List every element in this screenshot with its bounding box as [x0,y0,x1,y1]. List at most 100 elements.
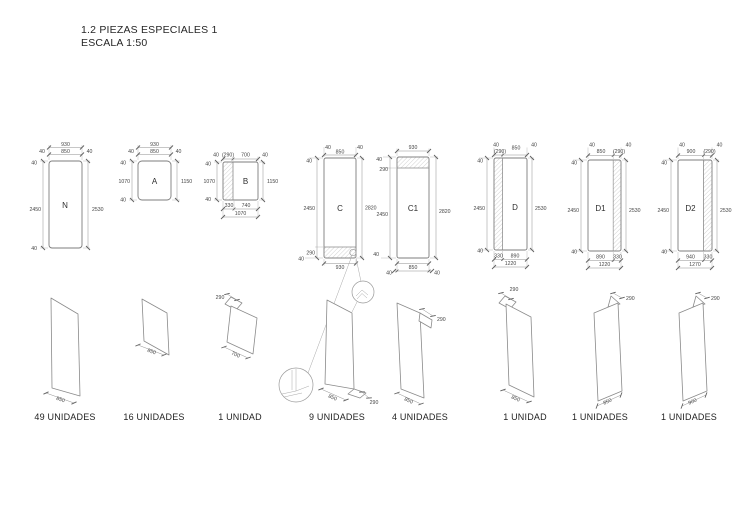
dim-label: 2530 [720,208,732,214]
panel-face [396,302,425,399]
dim-label: 930 [336,265,345,271]
unit-count-label: 16 UNIDADES [123,412,184,422]
dim-label: 900 [687,149,696,155]
dimension-lines [663,147,720,271]
sheet-title: 1.2 PIEZAS ESPECIALES 1 [81,24,218,36]
panel-face [50,297,81,397]
piece-view-n: 930 40 850 40 40 2450 40 2530 N [29,142,103,252]
unit-count-label: 4 UNIDADES [392,412,448,422]
dim-label: 40 [661,161,667,167]
dim-label: 40 [477,159,483,165]
dim-label: 40 [589,143,595,149]
dim-label: 40 [213,153,219,159]
detail-corner-lines [281,369,310,398]
dim-label: 2530 [629,208,641,214]
dim-label: 2820 [365,206,377,212]
dim-label: 40 [531,143,537,149]
dim-label: 40 [128,149,134,155]
dim-label: 850 [146,348,156,357]
hatch-area [703,159,713,252]
dimension-lines [129,145,180,203]
dim-label: 40 [493,143,499,149]
dim-label: 40 [262,153,268,159]
panel-flange [347,388,367,399]
dim-label: 1220 [505,261,517,267]
dim-label: 850 [602,398,612,407]
dim-label: 290 [711,296,720,302]
detail-marker-circle [349,248,357,257]
piece-label: C1 [408,204,419,213]
piece-label: D2 [685,204,696,213]
piece-view-d: 40 (290) 850 40 40 2450 40 2530 330 890 … [473,143,547,270]
panel-face [226,305,258,355]
dim-label: 40 [205,162,211,168]
dim-label: 930 [150,142,159,148]
hatch-area [396,156,430,169]
dim-label: 40 [477,249,483,255]
dim-label: 2450 [303,206,315,212]
dim-label: 40 [120,161,126,167]
panel-face [593,302,623,402]
dim-label: 930 [61,142,70,148]
dim-label: 1150 [267,179,278,185]
dim-label: 2450 [567,208,579,214]
piece-label: D [512,203,518,212]
panel-face [678,302,708,402]
dim-label: 2450 [29,207,41,213]
dim-label: 700 [241,153,250,159]
piece-label: N [62,201,68,210]
unit-count-label: 1 UNIDADES [572,412,628,422]
dim-label: 330 [225,203,234,209]
piece-label: A [152,177,158,186]
hatch-area [612,159,622,252]
unit-count-label: 1 UNIDAD [503,412,547,422]
dim-label: 40 [31,161,37,167]
dimension-lines [40,145,91,251]
dim-label: 2820 [439,209,451,215]
dim-label: 2450 [376,212,388,218]
dim-label: 930 [409,145,418,151]
dim-label: 290 [370,400,379,406]
dim-label: 1150 [181,179,192,185]
unit-view-1b: 290 700 1 UNIDAD [216,292,262,422]
dim-label: 850 [336,150,345,156]
dim-label: 850 [403,397,413,406]
dim-label: 890 [511,254,520,260]
piece-outline [137,160,172,201]
dim-label: 330 [494,254,503,260]
dim-label: (290) [222,153,234,159]
dim-label: 40 [31,246,37,252]
dim-label: 700 [230,351,240,360]
dim-label: 290 [437,317,446,323]
piece-view-c1: 930 40 290 2450 40 2820 850 40 40 C1 [373,145,450,277]
unit-count-label: 9 UNIDADES [309,412,365,422]
dim-label: 330 [613,255,622,261]
unit-count-label: 1 UNIDADES [661,412,717,422]
detail-circle-bend [351,280,375,304]
piece-outline [48,160,83,249]
dim-label: 40 [306,159,312,165]
dim-label: 890 [596,255,605,261]
dim-label: 40 [357,145,363,151]
dim-label: 850 [55,396,65,405]
dim-label: 330 [704,255,713,261]
dim-label: 850 [61,149,70,155]
unit-view-9: 850 290 9 UNIDADES [278,280,379,422]
dim-label: 2530 [92,207,104,213]
dim-label: 850 [597,149,606,155]
dim-label: 2530 [535,206,547,212]
dim-label: 900 [687,398,697,407]
dim-label: 1220 [599,262,611,268]
dim-label: 290 [306,251,315,257]
hatch-area [222,161,234,201]
dim-label: 40 [386,271,392,277]
dim-label: 40 [571,161,577,167]
dimension-lines [573,147,629,271]
dim-label: 2450 [473,206,485,212]
unit-view-1d2: 290 900 1 UNIDADES [661,291,720,422]
dimension-lines [381,148,439,274]
dim-label: 40 [376,157,382,163]
hatch-area [493,157,503,251]
unit-view-1d1: 290 850 1 UNIDADES [572,291,635,422]
